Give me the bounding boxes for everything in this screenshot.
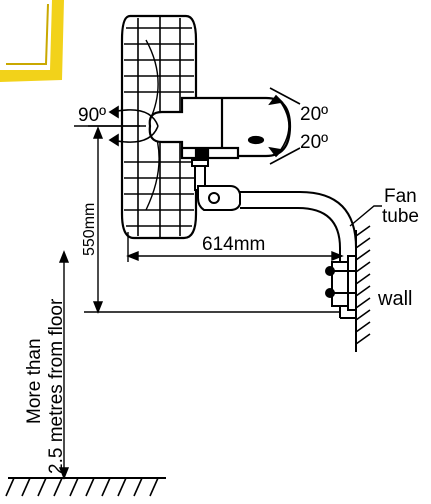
dimension-550 [84, 125, 340, 314]
fan-tube-label-line1: Fan [384, 186, 417, 207]
motor-housing [148, 96, 292, 160]
dimension-614 [126, 232, 344, 262]
fan-tube-callout [349, 205, 382, 227]
swing-up-label: 20º [300, 104, 328, 125]
floor-label-line2: 2.5 metres from floor [46, 298, 67, 474]
floor-hatch [5, 477, 166, 497]
wall-hatch [355, 225, 371, 352]
fan-tube-label-line2: tube [382, 206, 419, 227]
swing-down-label: 20º [300, 132, 328, 153]
floor-label-line1: More than [24, 338, 45, 424]
swing-indicator [268, 87, 301, 165]
corner-mark [0, 0, 64, 82]
depth-614-label: 614mm [202, 234, 265, 255]
wall-label: wall [377, 288, 412, 310]
tilt-angle-label: 90º [78, 105, 106, 126]
wall-clamp [325, 255, 357, 311]
height-550-label: 550mm [81, 203, 98, 256]
dimension-floor [58, 250, 70, 480]
mount-bracket [191, 157, 241, 211]
